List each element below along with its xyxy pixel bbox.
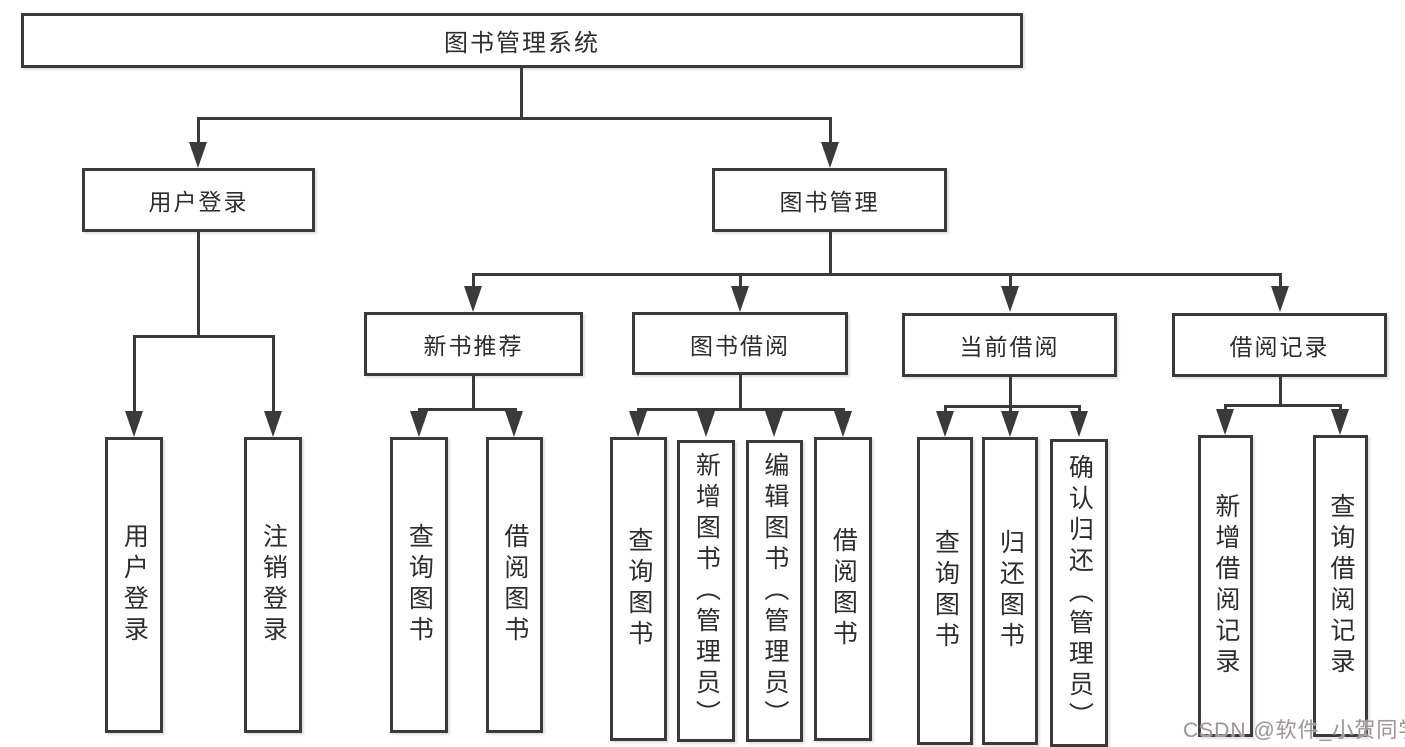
arrow-down-icon	[1070, 411, 1088, 437]
node-new-book-recommend: 新书推荐	[364, 312, 583, 376]
arrow-down-icon	[821, 142, 839, 168]
node-user-login-label: 用户登录	[148, 189, 249, 215]
leaf-query-books-current: 查询图书	[917, 437, 973, 745]
arrow-down-icon	[464, 286, 482, 312]
connector-drop-user-login	[197, 117, 200, 146]
node-user-login: 用户登录	[82, 168, 315, 232]
node-current-borrow-label: 当前借阅	[959, 334, 1060, 360]
connector-drop-book-borrow	[739, 273, 742, 290]
connector-borrow-records-stem	[1279, 377, 1282, 404]
leaf-query-borrow-record-label: 查询借阅记录	[1326, 493, 1355, 679]
leaf-borrow-books: 借阅图书	[814, 437, 872, 741]
leaf-user-login: 用户登录	[105, 437, 163, 733]
arrow-down-icon	[629, 411, 647, 437]
connector-user-login-stem	[197, 232, 200, 335]
root-node: 图书管理系统	[21, 13, 1023, 68]
connector-drop-login-leaf	[133, 335, 136, 413]
arrow-down-icon	[765, 411, 783, 437]
connector-drop-borrow-record	[1279, 273, 1282, 290]
leaf-add-book-admin: 新增图书（管理员）	[677, 440, 735, 742]
root-node-label: 图书管理系统	[444, 30, 600, 57]
node-book-borrow: 图书借阅	[632, 312, 848, 375]
leaf-confirm-return-admin: 确认归还（管理员）	[1050, 439, 1108, 747]
leaf-borrow-books-recommend-label: 借阅图书	[500, 523, 529, 647]
arrow-down-icon	[505, 411, 523, 437]
connector-drop	[944, 405, 947, 414]
connector-drop-new-book	[472, 273, 475, 290]
connector-new-book-bar	[418, 408, 517, 411]
connector-book-mgmt-bar	[472, 273, 1282, 276]
node-borrow-records-label: 借阅记录	[1229, 334, 1330, 360]
arrow-down-icon	[1216, 409, 1234, 435]
connector-root-stem	[520, 68, 523, 117]
connector-drop-book-mgmt	[829, 117, 832, 146]
node-book-management-label: 图书管理	[779, 189, 880, 215]
leaf-edit-book-admin-label: 编辑图书（管理员）	[760, 451, 789, 731]
arrow-down-icon	[1001, 411, 1019, 437]
node-current-borrow: 当前借阅	[902, 313, 1117, 377]
leaf-user-login-label: 用户登录	[120, 523, 149, 647]
leaf-add-book-admin-label: 新增图书（管理员）	[692, 451, 721, 731]
connector-drop	[1009, 405, 1012, 414]
leaf-add-borrow-record: 新增借阅记录	[1198, 435, 1253, 737]
connector-current-borrow-bar	[944, 405, 1081, 408]
arrow-down-icon	[697, 411, 715, 437]
connector-drop	[1339, 404, 1342, 412]
arrow-down-icon	[834, 411, 852, 437]
connector-drop	[1078, 405, 1081, 414]
connector-book-mgmt-stem	[829, 232, 832, 273]
arrow-down-icon	[189, 142, 207, 168]
leaf-logout-label: 注销登录	[259, 523, 288, 647]
connector-new-book-stem	[472, 376, 475, 408]
connector-user-login-bar	[133, 335, 275, 338]
connector-root-bar	[197, 117, 832, 120]
leaf-confirm-return-admin-label: 确认归还（管理员）	[1065, 453, 1094, 733]
arrow-down-icon	[731, 286, 749, 312]
arrow-down-icon	[1271, 286, 1289, 312]
connector-current-borrow-stem	[1009, 377, 1012, 405]
leaf-edit-book-admin: 编辑图书（管理员）	[746, 440, 803, 742]
connector-book-borrow-bar	[637, 408, 845, 411]
leaf-query-books-current-label: 查询图书	[931, 529, 960, 653]
leaf-query-borrow-record: 查询借阅记录	[1313, 435, 1368, 737]
node-book-management: 图书管理	[712, 168, 947, 232]
arrow-down-icon	[264, 411, 282, 437]
leaf-query-books-borrow-label: 查询图书	[624, 527, 653, 651]
watermark: CSDN @软件_小贺同学	[1183, 719, 1405, 742]
connector-borrow-records-bar	[1224, 404, 1342, 407]
leaf-query-books-recommend: 查询图书	[390, 437, 448, 733]
connector-book-borrow-stem	[739, 375, 742, 408]
leaf-query-books-borrow: 查询图书	[610, 437, 667, 741]
arrow-down-icon	[936, 411, 954, 437]
node-book-borrow-label: 图书借阅	[690, 332, 790, 359]
leaf-query-books-recommend-label: 查询图书	[405, 523, 434, 647]
node-new-book-recommend-label: 新书推荐	[423, 333, 524, 359]
arrow-down-icon	[410, 411, 428, 437]
arrow-down-icon	[1001, 286, 1019, 312]
leaf-borrow-books-recommend: 借阅图书	[486, 437, 543, 733]
connector-drop-logout-leaf	[272, 335, 275, 413]
leaf-borrow-books-label: 借阅图书	[829, 527, 858, 651]
connector-drop-current-borrow	[1009, 273, 1012, 290]
leaf-return-books-label: 归还图书	[996, 529, 1025, 653]
node-borrow-records: 借阅记录	[1172, 313, 1387, 377]
leaf-return-books: 归还图书	[982, 437, 1038, 745]
connector-drop	[1224, 404, 1227, 412]
arrow-down-icon	[125, 411, 143, 437]
leaf-add-borrow-record-label: 新增借阅记录	[1211, 493, 1240, 679]
arrow-down-icon	[1331, 409, 1349, 435]
leaf-logout: 注销登录	[244, 437, 302, 733]
